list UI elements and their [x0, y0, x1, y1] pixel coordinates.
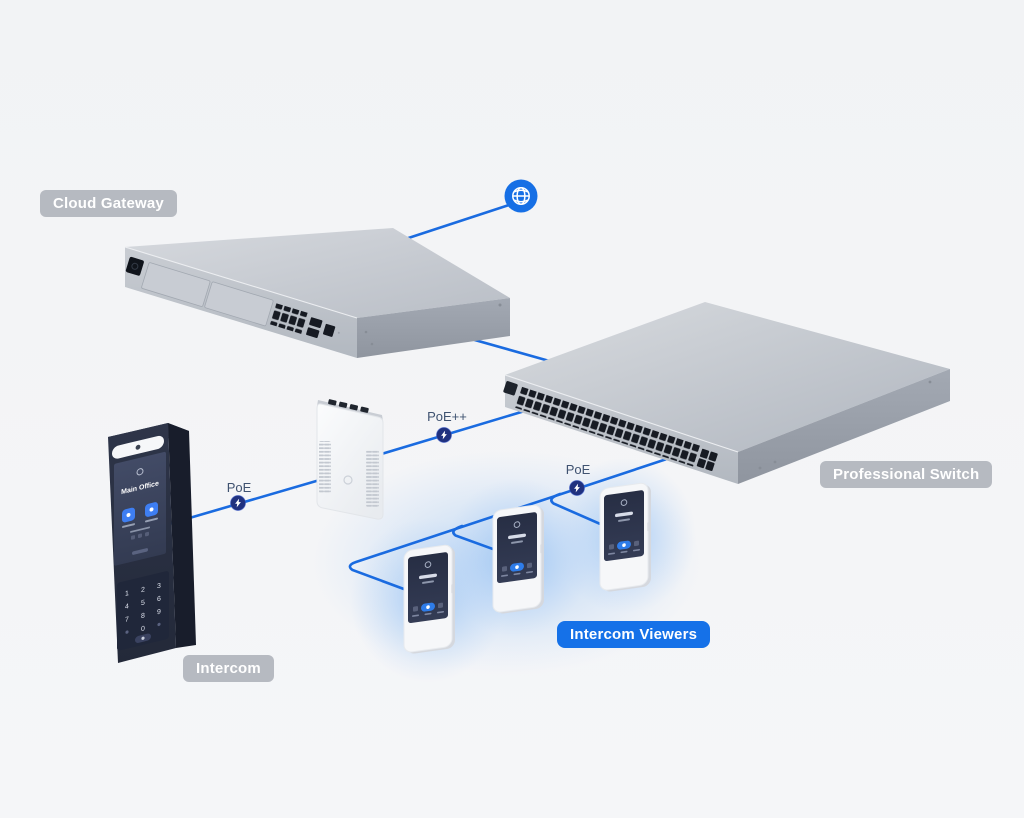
viewer-settings-icon: [634, 540, 639, 547]
adapter-vent-right: [366, 450, 379, 507]
keypad-key: 4: [125, 602, 129, 611]
globe-icon: [504, 179, 538, 213]
intercom-screen: Main Office: [114, 451, 166, 566]
switch-power-port: [503, 381, 518, 396]
switch-sfp-port: [705, 461, 715, 472]
gateway-sfp-port: [306, 327, 320, 339]
gateway-drive-bay: [141, 262, 211, 307]
switch-ethernet-ports: [513, 386, 701, 467]
connection-line-adapter-switch: [366, 402, 550, 460]
keypad-key: 7: [125, 615, 129, 624]
intercom-camera-bar: [112, 435, 164, 459]
poe-label: PoE: [227, 480, 252, 495]
viewer-settings-icon: [438, 602, 443, 609]
intercom-viewers-label: Intercom Viewers: [557, 621, 711, 648]
gateway-display: [125, 256, 144, 276]
switch-sfp-port: [708, 451, 718, 462]
poe-indicator-viewers: PoE: [566, 462, 591, 496]
gateway-front-panel: [125, 256, 340, 339]
lightning-icon: [574, 483, 580, 493]
keypad-key: 1: [125, 589, 129, 598]
connection-branch-viewer-middle: [452, 524, 514, 558]
poe-indicator-intercom: PoE: [227, 480, 252, 511]
intercom-device: Main Office 1 2 3 4 5 6 7 8 9 0: [108, 423, 196, 663]
lightning-icon: [441, 430, 447, 440]
poe-label: PoE++: [427, 409, 467, 424]
keypad-key: 3: [157, 582, 161, 591]
viewer-logo-icon: [620, 499, 628, 506]
viewer-mute-icon: [609, 544, 614, 550]
poe-adapter-device: [316, 399, 384, 520]
keypad-key: 6: [157, 595, 161, 604]
intercom-logo-icon: [136, 468, 144, 476]
intercom-keypad: 1 2 3 4 5 6 7 8 9 0: [117, 571, 169, 651]
viewer-mute-icon: [413, 606, 418, 612]
keypad-key: 2: [141, 585, 145, 594]
switch-front-panel: [503, 381, 718, 472]
gateway-drive-bay: [204, 281, 274, 327]
gateway-sfp-port: [309, 317, 323, 328]
cloud-gateway-label: Cloud Gateway: [40, 190, 177, 217]
switch-sfp-port: [696, 458, 707, 469]
adapter-top-ports: [328, 399, 369, 413]
lightning-icon: [235, 498, 241, 508]
adapter-vent-left: [319, 441, 331, 493]
professional-switch-label: Professional Switch: [820, 461, 993, 488]
keypad-key: 8: [141, 611, 145, 620]
poe-plus-plus-indicator: PoE++: [427, 409, 467, 443]
poe-label: PoE: [566, 462, 591, 477]
professional-switch-device: [503, 302, 950, 484]
gateway-ethernet-ports: [269, 303, 309, 335]
viewer-settings-icon: [527, 562, 532, 569]
viewer-logo-icon: [424, 561, 432, 568]
switch-sfp-port: [699, 448, 710, 459]
intercom-camera-icon: [135, 444, 141, 450]
keypad-key: 0: [141, 624, 145, 633]
intercom-viewer-right: [599, 482, 651, 592]
connection-line-switch-viewers-bus: [348, 446, 702, 597]
viewer-logo-icon: [513, 521, 521, 528]
connection-branch-viewer-right: [550, 492, 616, 532]
intercom-viewer-left: [403, 544, 455, 654]
keypad-key: 5: [141, 598, 145, 607]
adapter-logo: [343, 475, 353, 485]
intercom-label: Intercom: [183, 655, 274, 682]
cloud-gateway-device: [124, 228, 510, 358]
connection-lines: [160, 202, 702, 597]
viewer-mute-icon: [502, 566, 507, 572]
intercom-viewer-middle: [492, 504, 544, 614]
keypad-key: 9: [157, 608, 161, 617]
gateway-wan-port: [322, 323, 336, 337]
